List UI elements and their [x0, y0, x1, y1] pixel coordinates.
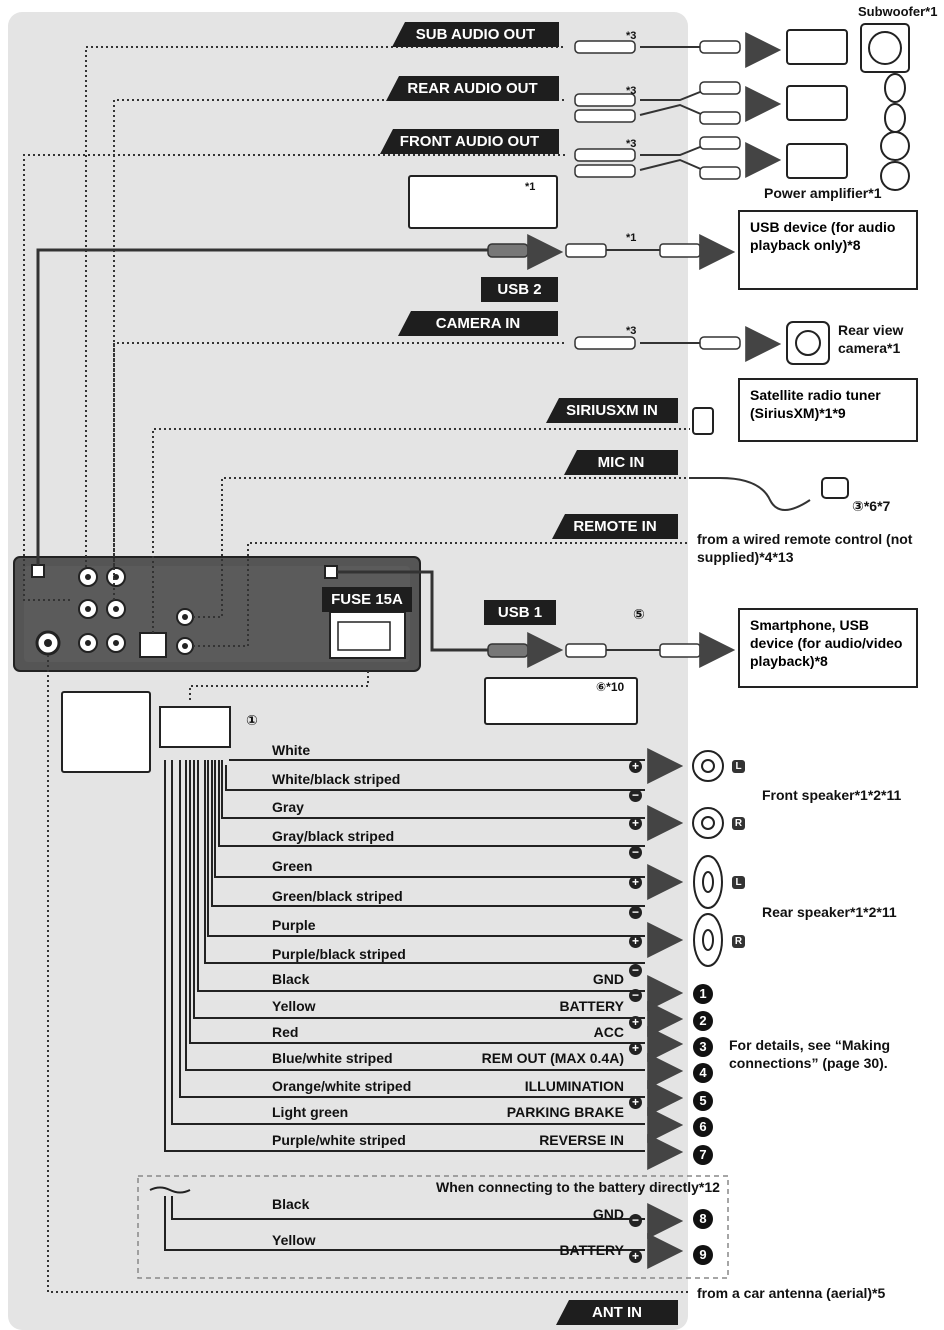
- front-speaker-label: Front speaker*1*2*11: [762, 787, 902, 803]
- note-star3-front: *3: [626, 138, 637, 150]
- note-star3-rear: *3: [626, 85, 637, 97]
- harness-wire-name: Purple/white striped: [272, 1132, 406, 1148]
- harness-wire-function: GND: [592, 971, 624, 987]
- harness-wire-name: Purple/black striped: [272, 946, 406, 962]
- usb2-label: USB 2: [481, 277, 558, 302]
- note-circ6: ⑥*10: [596, 680, 625, 694]
- battery-wire-function: GND: [592, 1206, 624, 1222]
- minus-icon: −: [629, 789, 642, 802]
- note-star3-sub: *3: [626, 30, 637, 42]
- terminal-number-badge: 6: [693, 1117, 713, 1137]
- battery-wire-name: Yellow: [272, 1232, 316, 1248]
- antenna-label: from a car antenna (aerial)*5: [697, 1285, 886, 1301]
- usb1-label: USB 1: [484, 600, 556, 625]
- usb-audio-device-box: USB device (for audio playback only)*8: [738, 210, 918, 290]
- wired-remote-label: from a wired remote control (not supplie…: [697, 531, 913, 565]
- minus-icon: −: [629, 1214, 642, 1227]
- plus-icon: +: [629, 1042, 642, 1055]
- minus-icon: −: [629, 989, 642, 1002]
- plus-icon: +: [629, 876, 642, 889]
- ant-in-label: ANT IN: [556, 1300, 678, 1325]
- harness-wire-function: BATTERY: [559, 998, 624, 1014]
- battery-wire-name: Black: [272, 1196, 310, 1212]
- power-amplifier-label: Power amplifier*1: [764, 185, 882, 201]
- terminal-number-badge: 8: [693, 1209, 713, 1229]
- rear-audio-out-label: REAR AUDIO OUT: [386, 76, 559, 101]
- harness-wire-name: Black: [272, 971, 310, 987]
- plus-icon: +: [629, 760, 642, 773]
- harness-wire-name: Red: [272, 1024, 299, 1040]
- harness-wire-name: White/black striped: [272, 771, 401, 787]
- harness-wire-name: Light green: [272, 1104, 349, 1120]
- harness-wire-name: Orange/white striped: [272, 1078, 412, 1094]
- battery-wire-function: BATTERY: [559, 1242, 624, 1258]
- plus-icon: +: [629, 1016, 642, 1029]
- note-star1-callout: *1: [525, 181, 536, 193]
- right-channel-badge: R: [732, 935, 745, 948]
- note-star3-camera: *3: [626, 325, 637, 337]
- terminal-number-badge: 5: [693, 1091, 713, 1111]
- harness-wire-function: REM OUT (MAX 0.4A): [481, 1050, 624, 1066]
- terminal-number-badge: 3: [693, 1037, 713, 1057]
- harness-wire-function: ACC: [593, 1024, 624, 1040]
- harness-wire-name: Purple: [272, 917, 316, 933]
- right-channel-badge: R: [732, 817, 745, 830]
- terminal-number-badge: 2: [693, 1011, 713, 1031]
- terminal-number-badge: 4: [693, 1063, 713, 1083]
- minus-icon: −: [629, 906, 642, 919]
- note-circ1: ①: [246, 712, 258, 728]
- note-star1-usb2: *1: [626, 232, 637, 244]
- plus-icon: +: [629, 1250, 642, 1263]
- harness-wire-function: REVERSE IN: [539, 1132, 624, 1148]
- left-channel-badge: L: [732, 760, 745, 773]
- camera-in-label: CAMERA IN: [398, 311, 558, 336]
- plus-icon: +: [629, 1096, 642, 1109]
- mic-in-label: MIC IN: [564, 450, 678, 475]
- harness-wire-name: Blue/white striped: [272, 1050, 393, 1066]
- terminal-number-badge: 1: [693, 984, 713, 1004]
- terminal-number-badge: 9: [693, 1245, 713, 1265]
- plus-icon: +: [629, 817, 642, 830]
- minus-icon: −: [629, 964, 642, 977]
- mic-note: ③*6*7: [852, 498, 891, 514]
- satellite-tuner-box: Satellite radio tuner (SiriusXM)*1*9: [738, 378, 918, 442]
- terminal-number-badge: 7: [693, 1145, 713, 1165]
- siriusxm-in-label: SIRIUSXM IN: [546, 398, 678, 423]
- rear-camera-label: Rear view camera*1: [838, 322, 904, 356]
- details-note: For details, see “Making connections” (p…: [729, 1037, 891, 1071]
- harness-wire-name: Green: [272, 858, 313, 874]
- harness-wire-name: Gray/black striped: [272, 828, 395, 844]
- remote-in-label: REMOTE IN: [552, 514, 678, 539]
- battery-direct-note: When connecting to the battery directly*…: [436, 1179, 720, 1195]
- harness-wire-name: Gray: [272, 799, 304, 815]
- sub-audio-out-label: SUB AUDIO OUT: [392, 22, 559, 47]
- harness-wire-function: PARKING BRAKE: [506, 1104, 624, 1120]
- harness-wire-name: Green/black striped: [272, 888, 403, 904]
- fuse-label: FUSE 15A: [322, 587, 412, 612]
- minus-icon: −: [629, 846, 642, 859]
- harness-wire-function: ILLUMINATION: [524, 1078, 624, 1094]
- smartphone-box: Smartphone, USB device (for audio/video …: [738, 608, 918, 688]
- front-audio-out-label: FRONT AUDIO OUT: [380, 129, 559, 154]
- harness-wire-name: White: [272, 742, 311, 758]
- note-circ5: ⑤: [633, 606, 645, 622]
- harness-wire-name: Yellow: [272, 998, 316, 1014]
- subwoofer-label: Subwoofer*1: [858, 4, 938, 19]
- rear-speaker-label: Rear speaker*1*2*11: [762, 904, 897, 920]
- plus-icon: +: [629, 935, 642, 948]
- left-channel-badge: L: [732, 876, 745, 889]
